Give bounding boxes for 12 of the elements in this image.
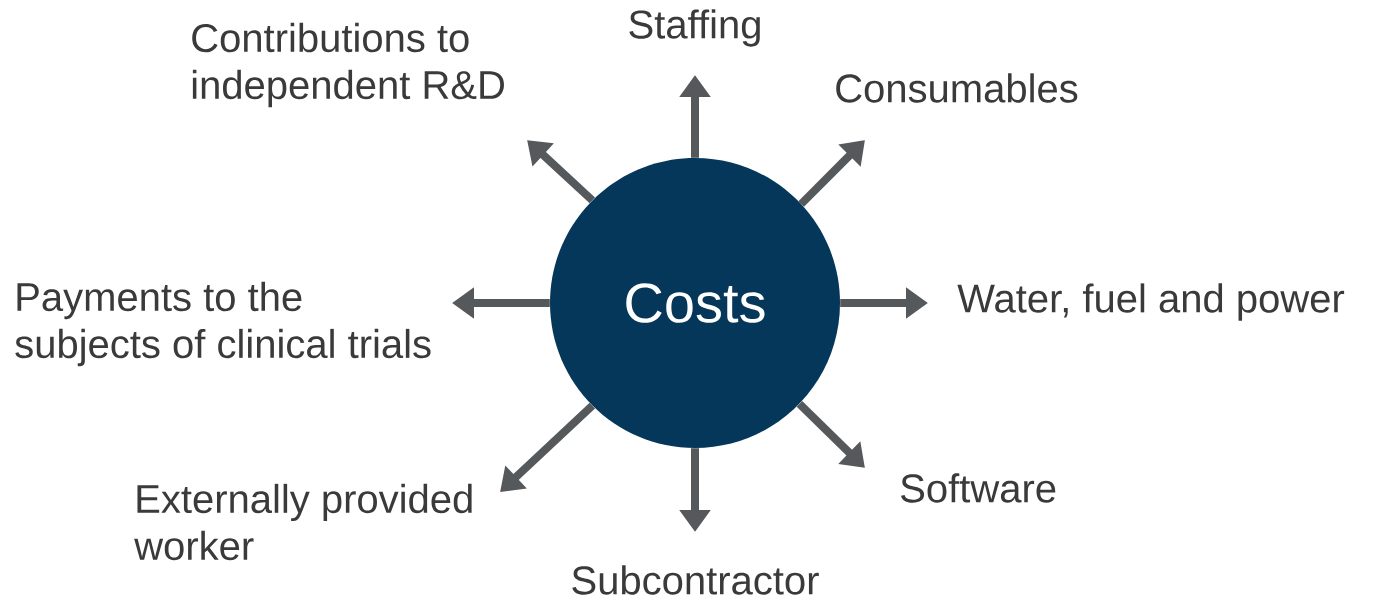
cost-label: Water, fuel and power — [957, 283, 1345, 321]
cost-label: Payments to the subjects of clinical trials — [15, 281, 431, 367]
cost-label: Consumables — [836, 73, 1078, 103]
cost-label: Externally provided worker — [134, 483, 472, 561]
cost-label: Staffing — [629, 9, 760, 47]
arrow — [527, 140, 596, 204]
cost-label: Contributions to independent R&D — [192, 22, 504, 108]
arrow — [500, 402, 596, 492]
cost-label: Software — [901, 473, 1056, 503]
arrow — [798, 140, 865, 207]
arrow — [796, 401, 865, 468]
cost-label: Subcontractor — [572, 565, 819, 595]
